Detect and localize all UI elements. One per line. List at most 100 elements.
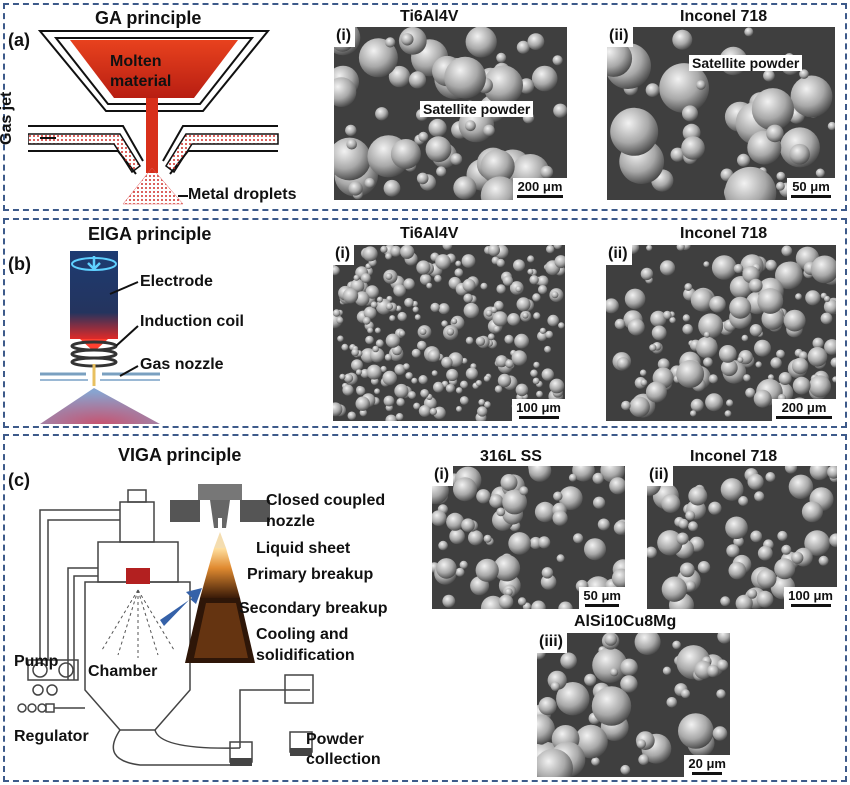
powder-particle <box>536 390 543 398</box>
powder-particle <box>703 261 710 268</box>
powder-particle <box>465 336 474 345</box>
powder-particle <box>737 356 744 363</box>
panel-c <box>3 434 847 782</box>
label-regulator: Regulator <box>14 728 89 745</box>
powder-particle <box>790 75 833 118</box>
powder-particle <box>430 302 440 313</box>
tag-c-i: (i) <box>432 466 454 486</box>
powder-particle <box>546 245 555 254</box>
powder-particle <box>403 278 415 290</box>
powder-particle <box>527 255 535 263</box>
powder-particle <box>824 339 836 355</box>
powder-particle <box>728 561 747 580</box>
powder-particle <box>334 77 357 107</box>
powder-particle <box>480 282 488 290</box>
powder-particle <box>419 328 427 335</box>
powder-particle <box>620 658 638 676</box>
sem-image-c-i: (i) 50 μm <box>432 466 625 609</box>
powder-particle <box>385 333 400 348</box>
label-chamber: Chamber <box>88 663 158 680</box>
powder-particle <box>733 263 744 274</box>
powder-particle <box>411 348 421 358</box>
powder-particle <box>763 69 775 82</box>
powder-particle <box>408 71 427 89</box>
powder-particle <box>795 293 802 300</box>
powder-particle <box>355 369 362 376</box>
powder-particle <box>333 265 340 276</box>
powder-particle <box>672 640 681 650</box>
powder-particle <box>411 377 418 384</box>
powder-particle <box>784 466 798 474</box>
powder-particle <box>432 510 447 527</box>
powder-particle <box>720 596 731 607</box>
label-primary-breakup: Primary breakup <box>247 566 374 583</box>
powder-particle <box>539 327 546 334</box>
label-molten-material: Molten material <box>110 53 172 90</box>
powder-particle <box>412 306 419 313</box>
powder-particle <box>453 477 477 502</box>
powder-particle <box>396 398 405 407</box>
label-pump: Pump <box>14 653 59 670</box>
powder-particle <box>478 399 485 406</box>
powder-particle <box>375 107 389 121</box>
powder-particle <box>537 275 549 287</box>
powder-particle <box>584 673 597 686</box>
powder-particle <box>404 297 414 308</box>
powder-particle <box>743 374 751 382</box>
panel-b <box>3 218 847 428</box>
powder-particle <box>672 29 693 50</box>
powder-particle <box>496 258 505 268</box>
powder-particle <box>416 172 429 185</box>
powder-particle <box>496 284 506 294</box>
powder-particle <box>433 381 444 393</box>
powder-particle <box>724 410 732 417</box>
powder-particle <box>744 27 754 37</box>
powder-particle <box>690 288 714 312</box>
powder-particle <box>445 384 455 393</box>
scalebar-b-i: 100 μm <box>512 399 565 421</box>
powder-particle <box>636 739 646 749</box>
powder-particle <box>823 299 836 315</box>
panel-c-title: VIGA principle <box>118 445 242 465</box>
viga-nozzle-detail <box>170 484 270 663</box>
powder-particle <box>426 282 433 289</box>
powder-particle <box>380 245 388 253</box>
powder-particle <box>380 365 387 373</box>
powder-particle <box>436 166 447 177</box>
powder-particle <box>483 534 492 543</box>
powder-particle <box>649 344 657 352</box>
viga-apparatus <box>17 489 314 766</box>
powder-particle <box>706 664 720 678</box>
powder-particle <box>384 353 392 361</box>
powder-particle <box>393 284 406 297</box>
powder-particle <box>610 107 659 156</box>
powder-particle <box>781 245 793 257</box>
powder-particle <box>558 486 583 511</box>
powder-particle <box>449 528 465 545</box>
powder-particle <box>461 254 476 268</box>
scalebar-c-i: 50 μm <box>579 587 625 609</box>
powder-particle <box>480 176 520 200</box>
powder-particle <box>517 597 527 606</box>
panel-b-title: EIGA principle <box>88 224 212 244</box>
powder-particle <box>403 363 410 370</box>
powder-particle <box>343 373 354 383</box>
powder-particle <box>620 675 638 693</box>
powder-particle <box>726 544 740 558</box>
powder-particle <box>392 345 402 356</box>
powder-particle <box>670 147 685 162</box>
caption-b-ii: Inconel 718 <box>680 225 768 242</box>
powder-particle <box>476 489 491 504</box>
powder-particle <box>534 501 556 523</box>
powder-particle <box>776 171 786 181</box>
powder-particle <box>475 558 499 582</box>
powder-particle <box>659 260 676 276</box>
powder-particle <box>711 255 737 280</box>
powder-particle <box>504 334 514 344</box>
powder-particle <box>401 33 414 46</box>
sem-image-a-i: (i) Satellite powder 200 μm <box>334 27 567 200</box>
powder-particle <box>493 554 521 582</box>
powder-particle <box>783 309 806 332</box>
powder-particle <box>553 103 567 118</box>
powder-particle <box>485 309 493 317</box>
